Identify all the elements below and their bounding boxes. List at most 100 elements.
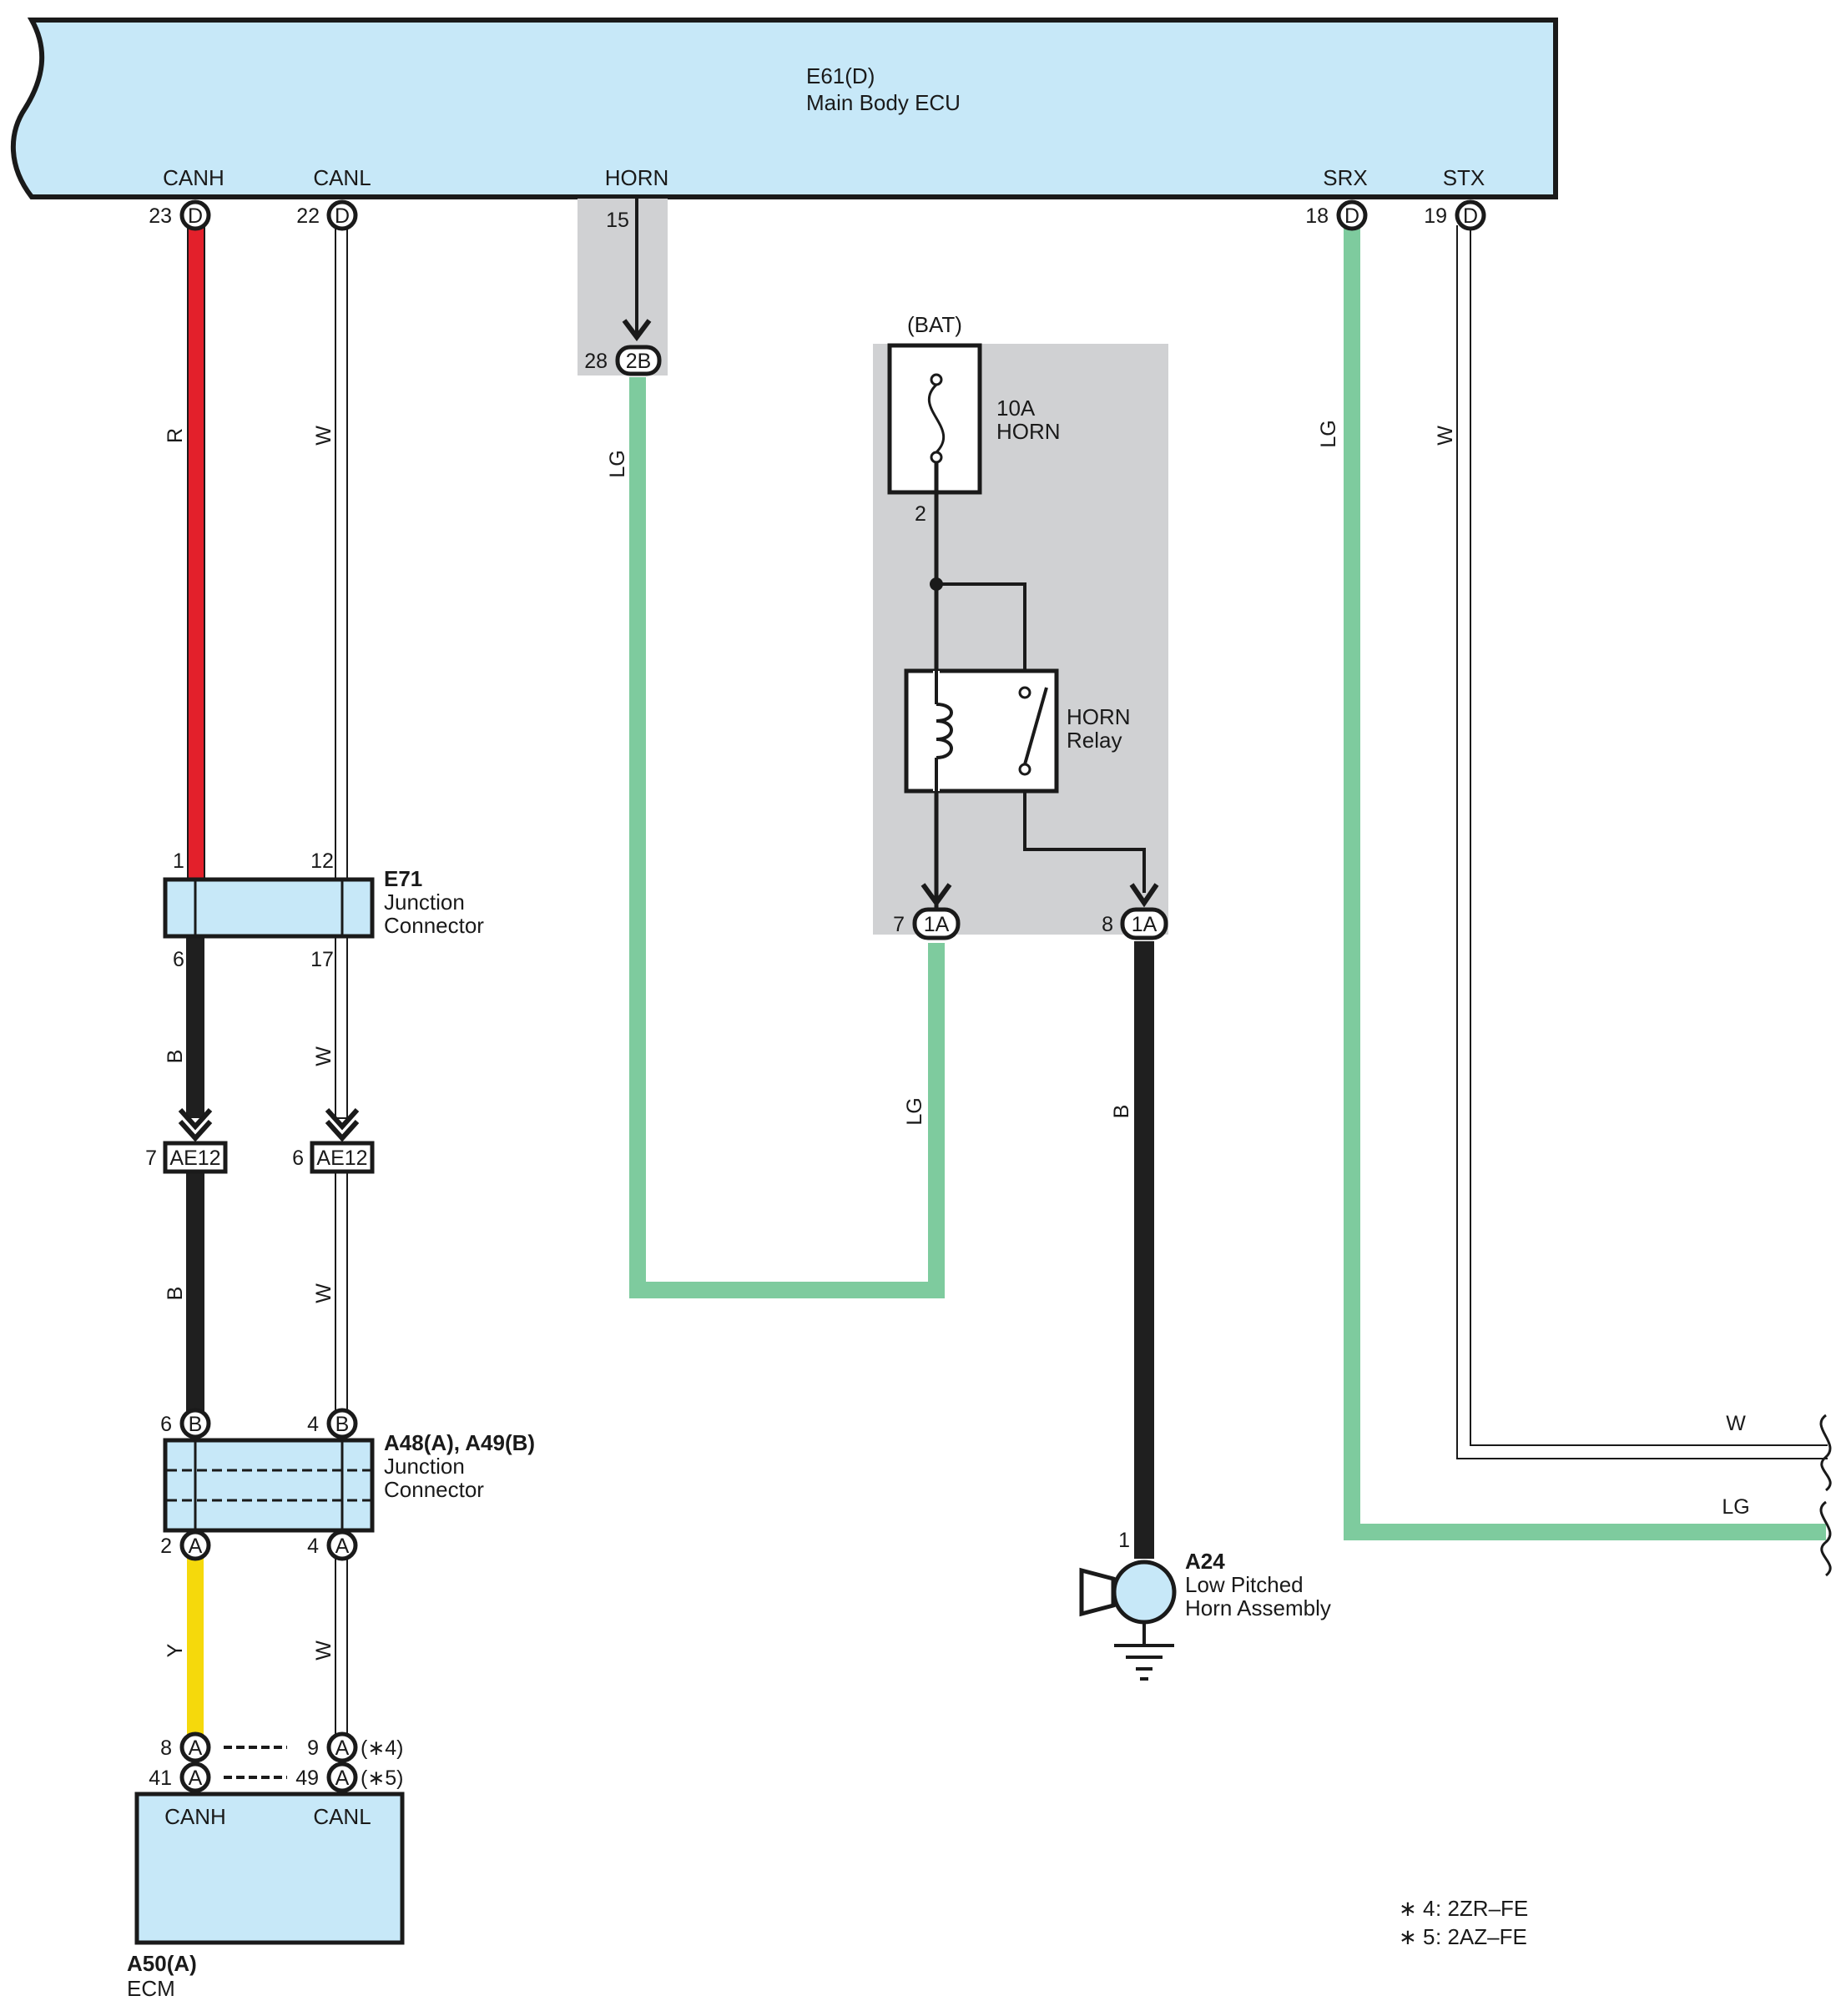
- svg-text:D: D: [335, 204, 350, 228]
- relay-connector-pin7: 7: [893, 913, 905, 936]
- wire-canh-bottom: [187, 1552, 204, 1736]
- ae12-connector-left: AE12: [163, 1141, 228, 1174]
- wire-label-horn-feed: B: [1110, 1105, 1133, 1119]
- footnote-2-mark: ∗ 5: [1399, 1924, 1435, 1949]
- main-body-ecu-box: [10, 18, 1558, 199]
- ecm-pin-number-row1-right: 9: [307, 1736, 319, 1760]
- pin-canl-ecu: D: [326, 199, 358, 231]
- ecm-terminal-canh: CANH: [164, 1804, 226, 1829]
- e71-pin-bottom-left: 6: [173, 948, 184, 971]
- a48-line2: Connector: [384, 1477, 484, 1502]
- a48-pin-number-bottom-left: 2: [160, 1535, 172, 1558]
- relay-connector-1a-pin8: 1A: [1120, 907, 1168, 940]
- wire-label-canl-bottom: W: [312, 1641, 335, 1661]
- ecm-terminal-canl: CANL: [313, 1804, 371, 1829]
- svg-text:D: D: [1344, 204, 1359, 228]
- ecm-note-row1: (∗4): [361, 1736, 404, 1760]
- pin-stx-ecu: D: [1455, 199, 1486, 231]
- ecu-terminal-stx: STX: [1443, 165, 1485, 190]
- ecm-name: ECM: [127, 1976, 175, 2001]
- wire-break-srx: [1819, 1500, 1832, 1577]
- svg-text:1A: 1A: [924, 913, 950, 936]
- ecm-pin-row1-right: A: [326, 1731, 358, 1763]
- arrow-1a-pin7: [920, 883, 952, 908]
- horn-connector-pin: 28: [584, 350, 608, 373]
- wire-fuse-to-switch: [936, 582, 1026, 688]
- wire-break-stx: [1819, 1414, 1832, 1492]
- svg-text:A: A: [189, 1535, 203, 1558]
- wire-canl-bottom: [335, 1551, 348, 1736]
- pin-number-srx-ecu: 18: [1305, 204, 1329, 228]
- ecu-terminal-canh: CANH: [163, 165, 224, 190]
- ecu-terminal-srx: SRX: [1323, 165, 1367, 190]
- footnote-1-mark: ∗ 4: [1399, 1896, 1435, 1921]
- a48-line1: Junction: [384, 1454, 465, 1479]
- wire-label-canl-low: W: [312, 1283, 335, 1303]
- e71-line2: Connector: [384, 913, 484, 938]
- ecu-code: E61(D): [806, 63, 875, 88]
- a48-code: A48(A), A49(B): [384, 1430, 535, 1455]
- wire-label-canl-top: W: [312, 426, 335, 446]
- footnote-1-text: : 2ZR–FE: [1435, 1896, 1528, 1921]
- pin-number-canl-ecu: 22: [296, 204, 320, 228]
- ecm-pin-row1-left: A: [179, 1731, 211, 1763]
- wire-label-canl-mid: W: [312, 1046, 335, 1066]
- arrow-horn-internal: [622, 319, 652, 341]
- wire-label-horn-signal: LG: [606, 450, 629, 477]
- ae12-pin-left: 7: [145, 1147, 157, 1170]
- horn-icon: [1079, 1560, 1177, 1625]
- wire-stx-inner: [1458, 225, 1828, 1458]
- e71-line1: Junction: [384, 890, 465, 915]
- ecu-terminal-canl: CANL: [313, 165, 371, 190]
- a48-pin-bottom-right: A: [326, 1530, 358, 1561]
- wire-canh-top: [187, 224, 205, 881]
- svg-text:1A: 1A: [1132, 913, 1158, 936]
- ae12-connector-right: AE12: [310, 1141, 375, 1174]
- svg-text:AE12: AE12: [169, 1147, 220, 1170]
- pin-canh-ecu: D: [179, 199, 211, 231]
- e71-pin-top-right: 12: [310, 849, 334, 873]
- ecm-pin-row2-left: A: [179, 1761, 211, 1793]
- ecm-note-row2: (∗5): [361, 1767, 404, 1790]
- wire-canh-mid: [186, 935, 204, 1118]
- wire-srx: [1344, 225, 1826, 1540]
- horn-line1: Low Pitched: [1185, 1572, 1304, 1597]
- svg-text:A: A: [335, 1535, 350, 1558]
- wire-label-srx-right: LG: [1722, 1495, 1749, 1519]
- ecu-name: Main Body ECU: [806, 90, 961, 115]
- relay-coil-icon: [933, 671, 953, 791]
- relay-connector-1a-pin7: 1A: [912, 907, 961, 940]
- arrow-ae12-left: [178, 1107, 213, 1142]
- relay-name-line2: Relay: [1067, 728, 1122, 753]
- e71-pin-top-left: 1: [173, 849, 184, 873]
- wire-label-canh-top: R: [164, 428, 187, 443]
- wire-label-canh-bottom: Y: [164, 1643, 187, 1657]
- e71-code: E71: [384, 866, 422, 891]
- svg-text:2B: 2B: [626, 350, 652, 373]
- wire-label-canh-mid: B: [164, 1050, 187, 1064]
- fuse-pin: 2: [915, 502, 926, 526]
- svg-text:D: D: [1463, 204, 1478, 228]
- horn-connector-2b: 2B: [615, 345, 662, 376]
- svg-text:AE12: AE12: [316, 1147, 367, 1170]
- pin-srx-ecu: D: [1336, 199, 1368, 231]
- ae12-pin-right: 6: [292, 1147, 304, 1170]
- arrow-ae12-right: [325, 1107, 360, 1142]
- footnote-2-text: : 2AZ–FE: [1435, 1924, 1527, 1949]
- wire-label-canh-low: B: [164, 1287, 187, 1301]
- horn-code: A24: [1185, 1549, 1225, 1574]
- wire-canl-mid: [335, 934, 348, 1119]
- wire-label-stx-right: W: [1726, 1412, 1746, 1435]
- a48-box: [163, 1438, 375, 1533]
- svg-text:A: A: [335, 1736, 350, 1760]
- wire-stx-outer: [1456, 225, 1828, 1459]
- e71-box: [163, 877, 375, 939]
- fuse-source: (BAT): [907, 312, 962, 337]
- pin-number-stx-ecu: 19: [1424, 204, 1447, 228]
- svg-text:B: B: [189, 1413, 203, 1436]
- horn-line2: Horn Assembly: [1185, 1595, 1331, 1620]
- wire-switch-out: [1023, 769, 1146, 893]
- ground-icon: [1114, 1622, 1174, 1681]
- wire-canl-low: [335, 1171, 348, 1413]
